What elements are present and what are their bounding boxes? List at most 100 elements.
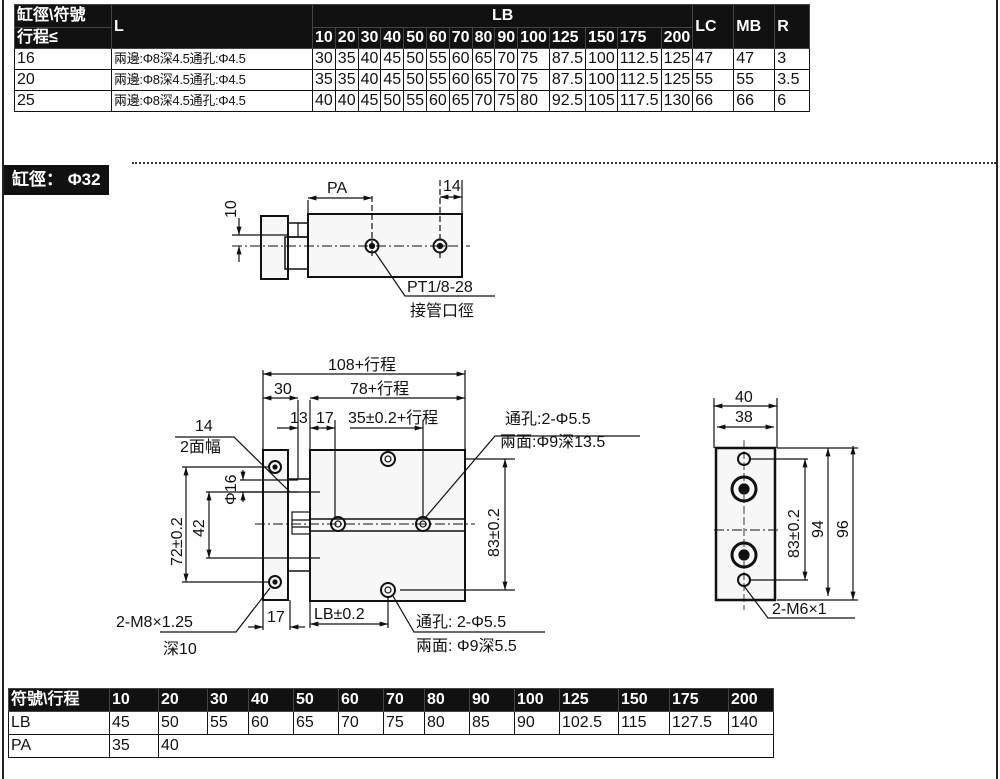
LB-cell: 87.5 (548, 48, 587, 70)
value-cell: 85 (469, 711, 515, 735)
stroke-header: 100 (514, 688, 560, 712)
bore-cell: 25 (14, 90, 112, 112)
header-L: L (111, 4, 313, 49)
LB-cell: 125 (660, 69, 694, 91)
dimension-table-small-bores: 缸徑\符號 L LB LC MB R 行程≤ 10 20 30 40 50 60… (14, 4, 811, 112)
LB-cell: 112.5 (616, 48, 662, 70)
LB-cell: 45 (357, 90, 382, 112)
stroke-header: 70 (383, 688, 425, 712)
dim-17-bottom: 17 (267, 609, 285, 626)
L-cell: 兩邊:Φ8深4.5通孔:Φ4.5 (111, 90, 313, 112)
side-view (713, 398, 858, 619)
stroke-header: 100 (517, 27, 550, 49)
LB-cell: 80 (517, 90, 550, 112)
LB-cell: 75 (517, 48, 550, 70)
header-row-1: 缸徑\符號 L LB LC MB R (14, 4, 811, 49)
row-label: PA (8, 734, 110, 758)
header-row-2: 行程≤ 10 20 30 40 50 60 70 80 90 100 125 1… (14, 27, 810, 49)
LB-cell: 75 (517, 69, 550, 91)
value-cell: 90 (514, 711, 560, 735)
dim-phi16: Φ16 (223, 474, 240, 505)
flats-label: 2面幅 (180, 438, 221, 456)
dim-30: 30 (274, 381, 292, 398)
port-thread-label: PT1/8-28 (407, 279, 473, 296)
stroke-header: 80 (471, 27, 496, 49)
counterbore-bottom-label: 兩面: Φ9深5.5 (416, 637, 517, 655)
value-cell: 70 (338, 711, 384, 735)
table-row: LB 45 50 55 60 65 70 75 80 85 90 102.5 1… (8, 711, 774, 735)
stroke-header: 20 (158, 688, 208, 712)
dim-LB: LB±0.2 (314, 606, 365, 623)
L-cell: 兩邊:Φ8深4.5通孔:Φ4.5 (111, 69, 313, 91)
through-hole-top-label: 通孔:2-Φ5.5 (505, 410, 591, 428)
dim-14-flats: 14 (195, 418, 213, 435)
counterbore-top-label: 兩面:Φ9深13.5 (500, 433, 605, 451)
through-hole-bottom-label: 通孔: 2-Φ5.5 (416, 613, 506, 631)
LC-cell: 66 (692, 90, 735, 112)
value-cell: 75 (383, 711, 425, 735)
stroke-header: 150 (585, 27, 618, 49)
stroke-header: 175 (616, 27, 662, 49)
value-cell: 140 (728, 711, 774, 735)
front-view (160, 370, 640, 633)
table-row: 20 兩邊:Φ8深4.5通孔:Φ4.5 35 35 40 45 50 55 60… (14, 69, 811, 91)
LB-cell: 55 (403, 90, 427, 112)
value-cell: 60 (248, 711, 294, 735)
LB-cell: 40 (357, 48, 382, 70)
table-row: 25 兩邊:Φ8深4.5通孔:Φ4.5 40 40 45 50 55 60 65… (14, 90, 811, 112)
bore-size-badge: 缸徑： Φ32 (4, 165, 109, 195)
header-stroke: 行程≤ (14, 27, 112, 49)
LB-cell: 70 (494, 48, 519, 70)
LB-cell: 65 (471, 69, 496, 91)
LB-cell: 105 (585, 90, 618, 112)
port-fitting-icon (730, 475, 758, 503)
stroke-header: 10 (312, 27, 336, 49)
stroke-header: 60 (338, 688, 384, 712)
stroke-header: 40 (248, 688, 294, 712)
port-fitting-icon (730, 541, 758, 569)
LB-cell: 70 (494, 69, 519, 91)
dim-17-top: 17 (316, 410, 334, 427)
LB-cell: 40 (334, 90, 359, 112)
dim-40: 40 (735, 389, 753, 406)
value-cell: 127.5 (669, 711, 729, 735)
dim-42: 42 (191, 519, 208, 537)
stroke-header: 60 (425, 27, 450, 49)
row-label: LB (8, 711, 110, 735)
stroke-dimension-table: 符號\行程 10 20 30 40 50 60 70 80 90 100 125… (8, 688, 774, 758)
header-R: R (774, 4, 811, 49)
stroke-header: 200 (728, 688, 774, 712)
LB-cell: 75 (494, 90, 519, 112)
dim-72: 72±0.2 (169, 517, 186, 566)
side-thread-label: 2-M6×1 (772, 601, 827, 618)
value-cell: 115 (618, 711, 670, 735)
stroke-header: 30 (357, 27, 382, 49)
stroke-header: 200 (660, 27, 694, 49)
LB-cell: 40 (312, 90, 336, 112)
value-cell: 45 (109, 711, 159, 735)
value-cell: 65 (293, 711, 339, 735)
LB-cell: 60 (425, 90, 450, 112)
stroke-header: 50 (293, 688, 339, 712)
header-row: 符號\行程 10 20 30 40 50 60 70 80 90 100 125… (8, 688, 774, 712)
LB-cell: 65 (448, 90, 473, 112)
LB-cell: 35 (334, 48, 359, 70)
dim-78: 78+行程 (350, 380, 409, 398)
header-bore-symbol: 缸徑\符號 (14, 4, 112, 28)
R-cell: 6 (774, 90, 811, 112)
stroke-header: 10 (109, 688, 159, 712)
value-cell: 35 (109, 734, 159, 758)
header-symbol-stroke: 符號\行程 (8, 688, 110, 712)
frame-border-right (996, 0, 998, 779)
L-cell: 兩邊:Φ8深4.5通孔:Φ4.5 (111, 48, 313, 70)
table-row: PA 35 40 (8, 734, 774, 758)
dim-83-side: 83±0.2 (786, 509, 803, 558)
LB-cell: 70 (471, 90, 496, 112)
dim-83-front: 83±0.2 (486, 508, 503, 557)
section-divider (132, 162, 996, 164)
stroke-header: 30 (207, 688, 249, 712)
LB-cell: 65 (471, 48, 496, 70)
dim-35: 35±0.2+行程 (348, 409, 438, 427)
dim-total-length: 108+行程 (328, 356, 396, 374)
